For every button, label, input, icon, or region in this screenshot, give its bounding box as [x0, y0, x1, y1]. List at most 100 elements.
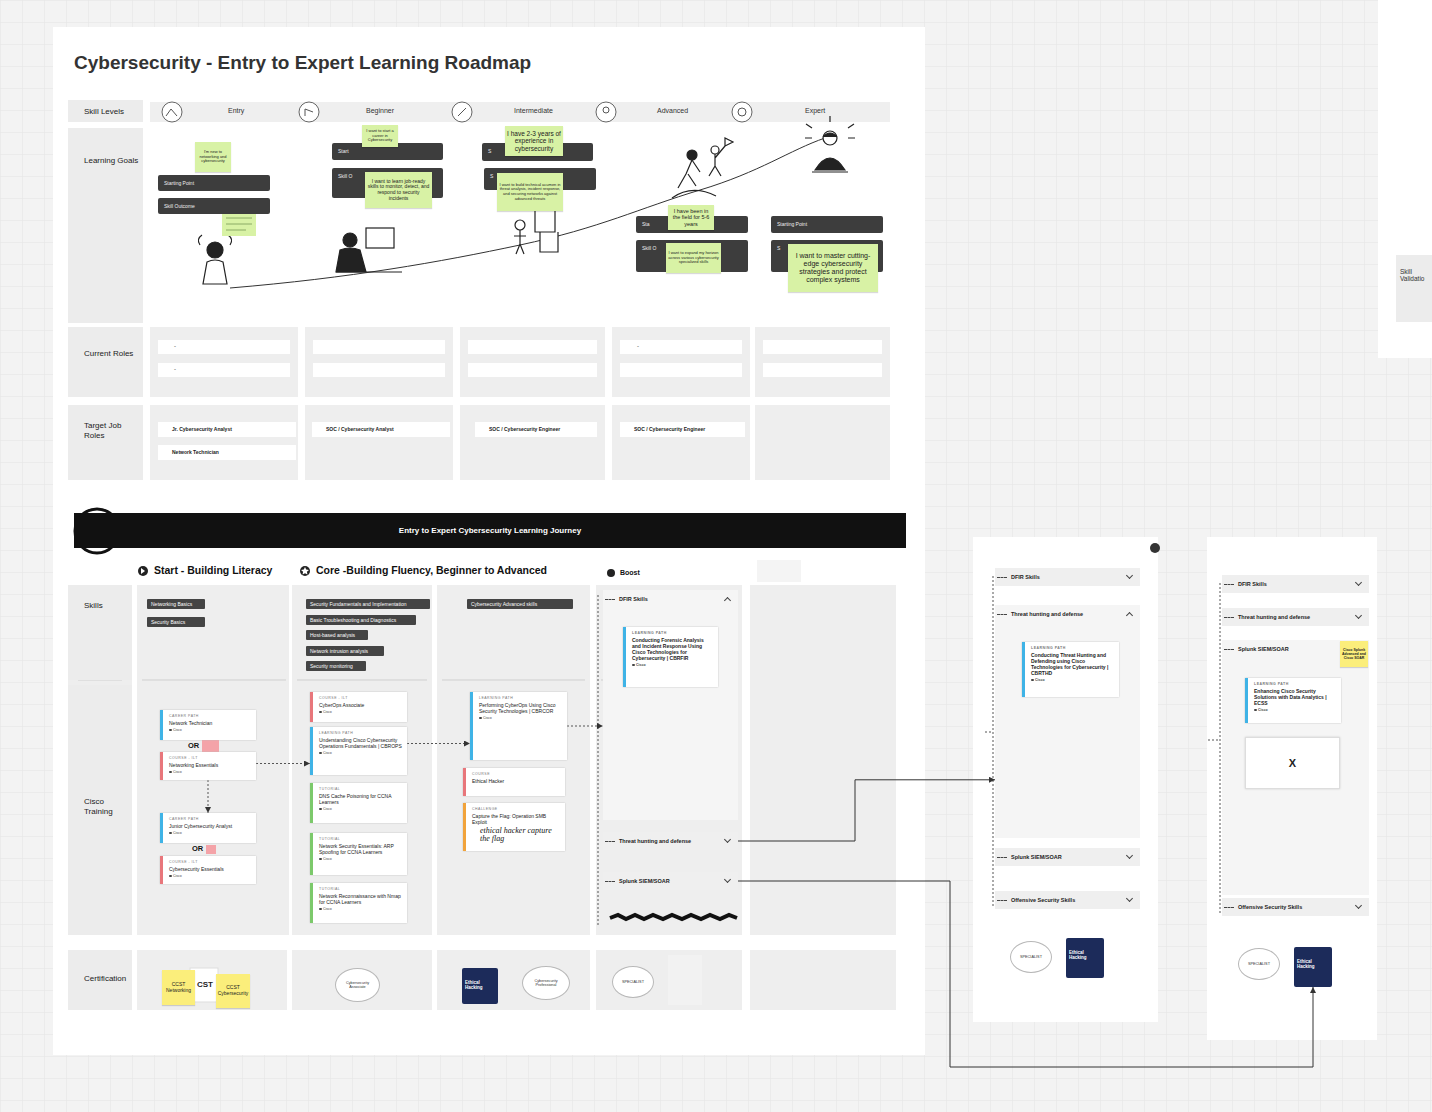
art-stroke [141, 568, 145, 574]
row-label-cell: Learning Goals [68, 128, 143, 323]
box-text: CCST Networking [164, 982, 193, 994]
box-text: Threat hunting and defense [1238, 614, 1349, 620]
certification-badge: SPECIALIST [1238, 948, 1280, 980]
art-stroke [672, 190, 716, 198]
box-text: Skills [84, 601, 128, 611]
box-text: SPECIALIST [622, 980, 644, 984]
art-stroke [207, 242, 223, 258]
plain-label: - [637, 343, 639, 350]
art-stroke [437, 950, 590, 1010]
role-columns [150, 327, 890, 480]
connector [407, 743, 470, 744]
box-subtext: Junior Cybersecurity Analyst [169, 823, 252, 829]
plain-label: Expert [805, 107, 825, 115]
accordion-header: DFIR Skills [1222, 575, 1369, 593]
box-text: Cybersecurity Professional [526, 979, 566, 987]
box-subtext: Cisco [169, 770, 252, 774]
sticky-note: I have been in the field for 5-6 years [668, 205, 714, 230]
plain-label: Skill Validatio [1400, 268, 1426, 282]
box-text: LEARNING PATH [1031, 646, 1115, 650]
art-stroke [150, 102, 890, 122]
sticky-note: CCST Cybersecurity [216, 974, 250, 1008]
box-text: Threat hunting and defense [1011, 611, 1120, 617]
accordion-header: Splunk SIEM/SOAR [995, 848, 1140, 866]
training-card: LEARNING PATHEnhancing Cisco Security So… [1245, 678, 1341, 723]
box-subtext: Enhancing Cisco Security Solutions with … [1254, 688, 1337, 706]
goal-bar: Skill Outcome [158, 198, 270, 214]
art-stroke [138, 566, 148, 576]
training-card: LEARNING PATHPerforming CyberOps Using C… [470, 692, 567, 760]
art-stroke [301, 567, 309, 575]
training-card: TUTORIALNetwork Reconnaissance with Nmap… [310, 883, 407, 923]
sticky-note: CCST Networking [162, 970, 195, 1005]
box-subtext: Cybersecurity Essentials [169, 866, 252, 872]
box-text: DFIR Skills [619, 596, 718, 602]
art-stroke [1150, 543, 1160, 553]
role-cell [620, 363, 742, 377]
role-cell [763, 340, 882, 354]
box-subtext: Cisco [169, 874, 252, 878]
box-text: Basic Troubleshooting and Diagnostics [310, 617, 412, 623]
sticky-note: I want to start a career in Cybersecurit… [362, 125, 398, 147]
art-stroke [203, 260, 227, 284]
box-text: Cybersecurity Advanced skills [471, 601, 569, 607]
box-text: SPECIALIST [1020, 955, 1042, 959]
skill-tag: Cybersecurity Advanced skills [467, 599, 573, 609]
skill-tag: Network intrusion analysis [306, 646, 384, 656]
art-stroke [68, 585, 132, 935]
box-text: I want to expand my horizon across vario… [668, 251, 719, 265]
connector [208, 780, 209, 813]
sticky-note: I want to build technical acumen in thre… [497, 173, 563, 211]
accordion-header: DFIR Skills [995, 568, 1140, 586]
journey-columns [68, 585, 896, 1010]
placeholder-card: X [1245, 737, 1340, 789]
row-label-cell: Cisco Training [68, 685, 132, 935]
training-card: COURSEEthical Hacker [463, 768, 565, 796]
box-text: Ethical Hacking [1069, 951, 1101, 961]
box-subtext: Cisco [169, 728, 252, 732]
art-stroke [366, 228, 394, 248]
skill-tag: Host-based analysis [306, 630, 368, 640]
art-stroke [596, 585, 742, 935]
empty-badge [668, 955, 702, 1005]
art-stroke [750, 950, 896, 1010]
goal-ground [150, 128, 890, 322]
art-stroke [162, 102, 182, 122]
art-stroke [166, 109, 177, 116]
box-text: COURSE - ILT [319, 696, 403, 700]
certification-badge: SPECIALIST [1010, 941, 1052, 973]
box-text: Security Fundamentals and Implementation [310, 601, 426, 607]
accordion-header: Offensive Security Skills [1222, 898, 1369, 916]
art-stroke [226, 212, 252, 230]
accordion-header: Threat hunting and defense [1222, 608, 1369, 626]
panels [53, 0, 1432, 1055]
illustrations [198, 116, 855, 284]
connector [567, 726, 603, 727]
art-stroke [750, 585, 896, 935]
art-stroke [598, 576, 1220, 925]
job-role-strip: Jr. Cybersecurity Analyst [158, 422, 296, 437]
certification-badge: Ethical Hacking [1294, 947, 1332, 987]
box-subtext: Cisco [319, 710, 403, 714]
art-stroke [514, 230, 526, 254]
box-subtext: Understanding Cisco Cybersecurity Operat… [319, 737, 403, 749]
box-subtext: Network Reconnaissance with Nmap for CCN… [319, 893, 403, 905]
art-stroke [336, 248, 366, 272]
section-icons [138, 560, 801, 582]
role-cell [612, 327, 750, 397]
art-stroke [535, 210, 558, 252]
box-subtext: Performing CyberOps Using Cisco Security… [479, 702, 563, 714]
role-cell [763, 363, 882, 377]
box-text: Entry to Expert Cybersecurity Learning J… [399, 526, 581, 535]
role-cell [460, 327, 605, 397]
box-text: Security Basics [151, 619, 201, 625]
journey-banner: Entry to Expert Cybersecurity Learning J… [74, 513, 906, 548]
box-text: Cisco Splunk Advanced and Cisco SOAR [1342, 648, 1366, 660]
box-text: Security monitoring [310, 663, 362, 669]
box-text: Jr. Cybersecurity Analyst [172, 426, 290, 432]
box-text: CHALLENGE [472, 807, 561, 811]
art-stroke [805, 116, 855, 172]
box-text: I have been in the field for 5-6 years [670, 208, 712, 227]
art-stroke [162, 102, 752, 122]
